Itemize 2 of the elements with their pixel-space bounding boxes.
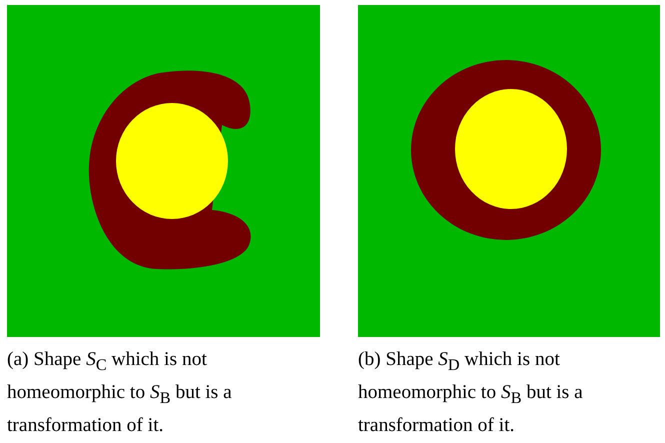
figure-caption: (b) Shape S$_{D}$ which is not homeomorphic to S$_{B}$ but is a transformation of it. — [358, 348, 584, 438]
figure-caption: (a) Shape S$_{C}$ which is not homeomorphic to S$_{B}$ but is a transformation of it. — [7, 348, 233, 438]
